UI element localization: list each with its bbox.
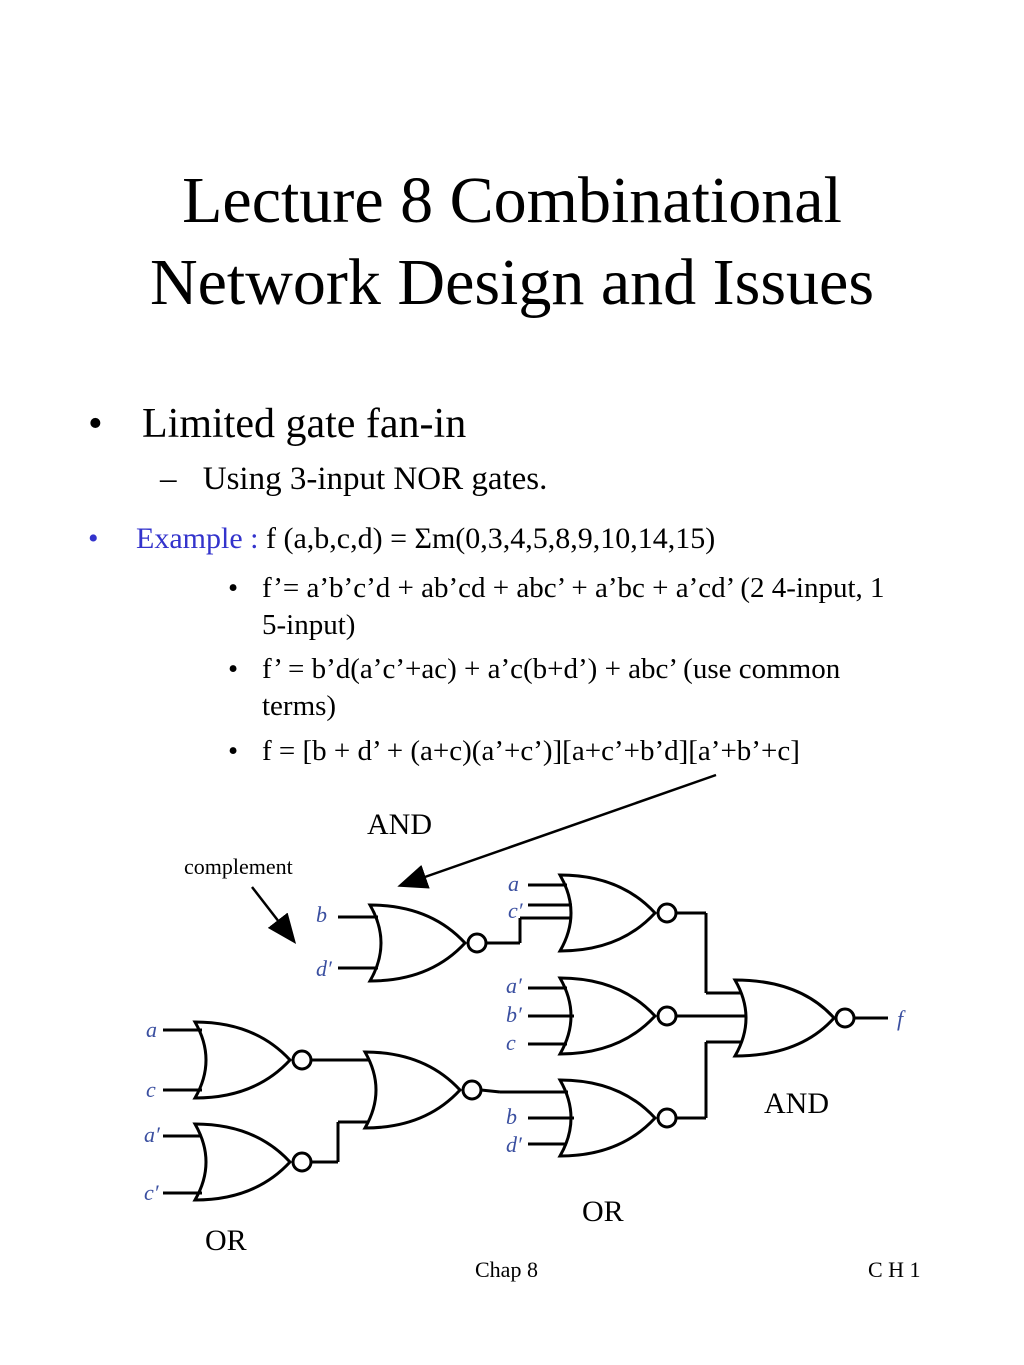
input-label: d′ bbox=[506, 1132, 523, 1157]
arrow-to-and-gate bbox=[397, 773, 717, 889]
title-line-1: Lecture 8 Combinational bbox=[182, 164, 842, 237]
bullet-dot: • bbox=[88, 401, 103, 447]
dash-marker: – bbox=[160, 461, 177, 497]
sub-item-2: • f’ = b’d(a’c’+ac) + a’c(b+d’) + abc’ (… bbox=[228, 651, 862, 725]
example-label: Example : bbox=[136, 522, 259, 555]
label-and-top: AND bbox=[367, 808, 432, 841]
input-label: a bbox=[146, 1017, 157, 1042]
input-label: b bbox=[506, 1104, 517, 1129]
footer-chapter: Chap 8 bbox=[475, 1257, 538, 1282]
label-or-bottom-mid: OR bbox=[582, 1195, 624, 1228]
bullet-sub-text: Using 3-input NOR gates. bbox=[202, 461, 548, 497]
input-label: a′ bbox=[144, 1122, 161, 1147]
bullet-sub: – Using 3-input NOR gates. bbox=[160, 461, 547, 498]
bullet-dot: • bbox=[228, 572, 239, 604]
nor-gate-6 bbox=[163, 1120, 375, 1202]
label-complement: complement bbox=[184, 854, 293, 879]
footer-page: C H 1 bbox=[868, 1257, 921, 1282]
sub-item-2-text: f’ = b’d(a’c’+ac) + a’c(b+d’) + abc’ (us… bbox=[262, 653, 841, 722]
input-label: b′ bbox=[506, 1002, 523, 1027]
input-label: d′ bbox=[316, 956, 333, 981]
nor-gate-3 bbox=[528, 976, 748, 1056]
nor-gate-2 bbox=[528, 873, 745, 995]
nor-gate-output bbox=[732, 978, 888, 1058]
nor-gate-7 bbox=[362, 1050, 501, 1130]
page-title: Lecture 8 Combinational Network Design a… bbox=[0, 160, 1024, 324]
nor-gate-1 bbox=[338, 903, 570, 983]
sub-item-1: • f’= a’b’c’d + ab’cd + abc’ + a’bc + a’… bbox=[228, 570, 912, 644]
title-line-2: Network Design and Issues bbox=[149, 246, 875, 319]
sub-item-3-text: f = [b + d’ + (a+c)(a’+c’)][a+c’+b’d][a’… bbox=[262, 735, 800, 767]
sub-item-1-text: f’= a’b’c’d + ab’cd + abc’ + a’bc + a’cd… bbox=[262, 572, 885, 641]
input-label: b bbox=[316, 902, 327, 927]
input-label: a′ bbox=[506, 973, 523, 998]
input-label: c bbox=[146, 1077, 156, 1102]
input-label: c bbox=[506, 1030, 516, 1055]
bullet-dot: • bbox=[228, 735, 239, 767]
bullet-dot-blue: • bbox=[88, 522, 99, 555]
bullet-dot: • bbox=[228, 653, 239, 685]
input-label: c′ bbox=[144, 1180, 160, 1205]
example-text: f (a,b,c,d) = Σm(0,3,4,5,8,9,10,14,15) bbox=[265, 522, 716, 555]
arrow-complement bbox=[251, 886, 297, 944]
bullet-example: • Example : f (a,b,c,d) = Σm(0,3,4,5,8,9… bbox=[88, 522, 715, 556]
label-and-right: AND bbox=[764, 1087, 829, 1120]
input-label: c′ bbox=[508, 898, 524, 923]
label-or-bottom-left: OR bbox=[205, 1224, 247, 1257]
nor-gate-4 bbox=[500, 1040, 745, 1158]
output-label: f bbox=[897, 1006, 906, 1031]
bullet-main-text: Limited gate fan-in bbox=[142, 401, 467, 447]
sub-item-3: • f = [b + d’ + (a+c)(a’+c’)][a+c’+b’d][… bbox=[228, 733, 942, 770]
nor-gate-5 bbox=[163, 1020, 375, 1100]
input-label: a bbox=[508, 871, 519, 896]
